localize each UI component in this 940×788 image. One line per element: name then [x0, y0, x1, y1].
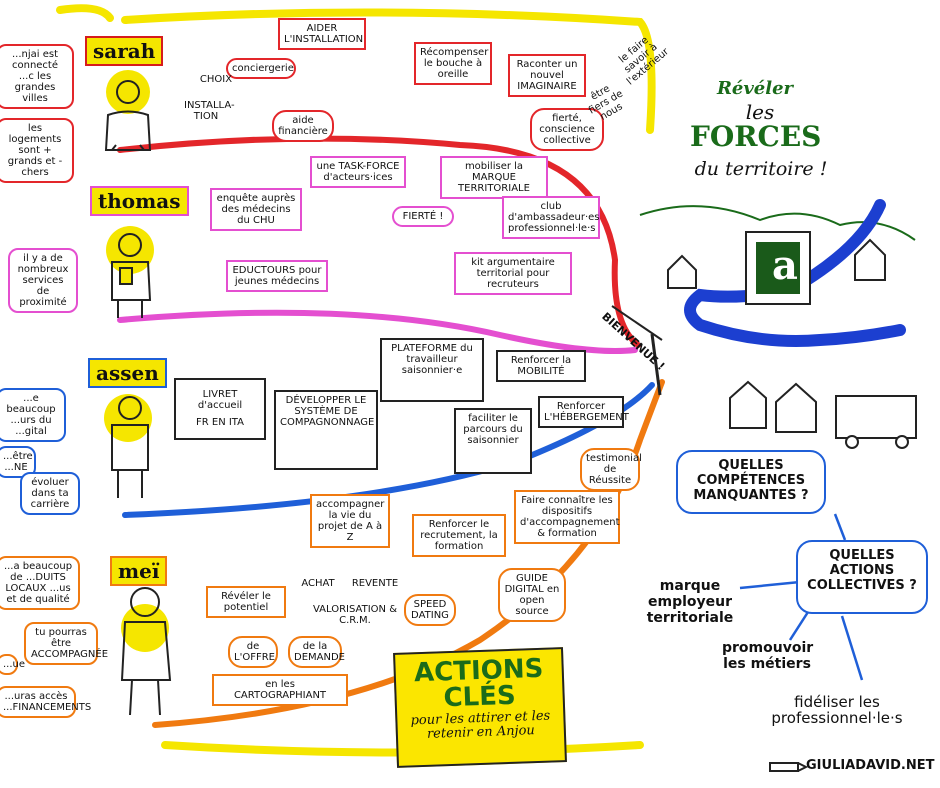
mei-left-note-2: tu pourras être ACCOMPAGNÉE	[24, 622, 108, 665]
assen-faciliter-note: faciliter le parcours du saisonnier	[454, 408, 532, 474]
arrow-marque	[739, 580, 801, 590]
hero-line-1-text: Révéler	[716, 78, 794, 99]
assen-plateforme-note: PLATEFORME du travailleur saisonnier·e	[380, 338, 484, 402]
sarah-choix-label: CHOIX	[199, 74, 233, 85]
thomas-task-force-note: une TASK-FORCE d'acteurs·ices	[310, 156, 406, 188]
credit-text: GIULIADAVID.NET	[806, 758, 935, 773]
actions-cles-subtitle: pour les attirer et les retenir en Anjou	[410, 708, 551, 742]
billboard-logo: a	[772, 242, 798, 289]
thomas-fierte-note: FIERTÉ !	[392, 206, 454, 227]
assen-left-note-3: évoluer dans ta carrière	[20, 472, 80, 515]
assen-hebergement-note: Renforcer L'HÉBERGEMENT	[538, 396, 629, 428]
thomas-figure	[106, 226, 154, 318]
sarah-aide-financiere-note: aide financière	[272, 110, 334, 142]
assen-figure	[104, 394, 152, 498]
mei-accompagner-note: accompagner la vie du projet de A à Z	[310, 494, 390, 548]
mei-cartographiant-note: en les CARTOGRAPHIANT	[212, 674, 348, 706]
mei-offre-note: de L'OFFRE	[228, 636, 278, 668]
sarah-left-note-2: les logements sont + grands et - chers	[0, 118, 74, 183]
river	[684, 199, 906, 347]
mei-name-tag: meï	[110, 556, 168, 586]
signpost-board	[611, 305, 663, 341]
assen-left-note-1: ...e beaucoup ...urs du ...gital	[0, 388, 66, 442]
mei-left-note-4: ...uras accès ...FINANCEMENTS	[0, 686, 91, 718]
sarah-raconter-note: Raconter un nouvel IMAGINAIRE	[508, 54, 586, 97]
mei-left-note-3: ...ue	[0, 654, 25, 675]
hero-line-2: les	[745, 100, 775, 124]
action-marque: marque employeur territoriale	[646, 578, 734, 626]
sarah-conciergerie-note: conciergerie	[226, 58, 296, 79]
yellow-frame-top	[121, 8, 656, 134]
sarah-fierte-note: fierté, conscience collective	[530, 108, 604, 151]
sarah-aider-note: AIDER L'INSTALLATION	[278, 18, 366, 50]
sarah-path-line	[117, 135, 641, 348]
question-competences: QUELLES COMPÉTENCES MANQUANTES ?	[676, 450, 826, 514]
sarah-name-tag: sarah	[85, 36, 164, 66]
thomas-mobiliser-note: mobiliser la MARQUE TERRITORIALE	[440, 156, 548, 199]
mei-figure	[120, 587, 172, 716]
arrow-questions	[833, 513, 847, 541]
hero-line-3: FORCES	[690, 120, 822, 153]
thomas-path-line	[117, 309, 638, 354]
pen-icon	[769, 762, 809, 772]
thomas-enquete-note: enquête auprès des médecins du CHU	[210, 188, 302, 231]
hero-line-1: Révéler	[700, 78, 810, 99]
mei-faire-connaitre-note: Faire connaître les dispositifs d'accomp…	[514, 490, 620, 544]
thomas-name-tag: thomas	[90, 186, 189, 216]
mei-achat-label: ACHAT	[301, 578, 335, 589]
sarah-left-note-1: ...njai est connecté ...c les grandes vi…	[0, 44, 74, 109]
mei-guide-note: GUIDE DIGITAL en open source	[498, 568, 566, 622]
assen-livret-title: LIVRET d'accueil	[197, 389, 243, 411]
sarah-installation-label: INSTALLA-TION	[184, 100, 235, 122]
mei-left-note-1: ...a beaucoup de ...DUITS LOCAUX ...us e…	[0, 556, 80, 610]
arrow-fideliser	[840, 615, 864, 681]
assen-mobilite-note: Renforcer la MOBILITÉ	[496, 350, 586, 382]
hero-line-4: du territoire !	[694, 158, 828, 180]
action-fideliser: fidéliser les professionnel·le·s	[771, 693, 903, 727]
mei-speed-note: SPEED DATING	[404, 594, 456, 626]
assen-livret-languages: FR EN ITA	[196, 417, 244, 428]
hero-line-3-text: FORCES	[690, 120, 822, 153]
mei-demande-note: de la DEMANDE	[288, 636, 345, 668]
thomas-left-note-1: il y a de nombreux services de proximité	[8, 248, 78, 313]
sarah-recompenser-note: Récompenser le bouche à oreille	[414, 42, 492, 85]
thomas-eductours-note: EDUCTOURS pour jeunes médecins	[226, 260, 328, 292]
arrow-promouvoir	[788, 611, 810, 641]
mei-valorisation-label: VALORISATION & C.R.M.	[312, 604, 397, 626]
assen-name-tag: assen	[88, 358, 167, 388]
thomas-kit-note: kit argumentaire territorial pour recrut…	[454, 252, 572, 295]
question-actions: QUELLES ACTIONS COLLECTIVES ?	[796, 540, 928, 614]
actions-cles-title: ACTIONS CLÉS	[413, 653, 544, 714]
action-promouvoir: promouvoir les métiers	[722, 640, 814, 672]
sarah-figure	[104, 70, 152, 151]
signpost-pole	[650, 333, 662, 396]
mei-testimonial-note: testimonial de Réussite	[580, 448, 642, 491]
mei-recrutement-note: Renforcer le recrutement, la formation	[412, 514, 506, 557]
actions-cles-box: ACTIONS CLÉS pour les attirer et les ret…	[393, 647, 567, 768]
mei-reveler-note: Révéler le potentiel	[206, 586, 286, 618]
assen-livret-note: LIVRET d'accueil FR EN ITA	[174, 378, 266, 440]
thomas-club-note: club d'ambassadeur·es professionnel·le·s	[502, 196, 600, 239]
assen-compagnonnage-note: DÉVELOPPER LE SYSTÈME DE COMPAGNONNAGE	[274, 390, 378, 470]
billboard-panel	[756, 242, 800, 294]
village-houses	[667, 238, 917, 449]
yellow-frame-corner	[56, 4, 114, 22]
mei-revente-label: REVENTE	[351, 578, 399, 589]
